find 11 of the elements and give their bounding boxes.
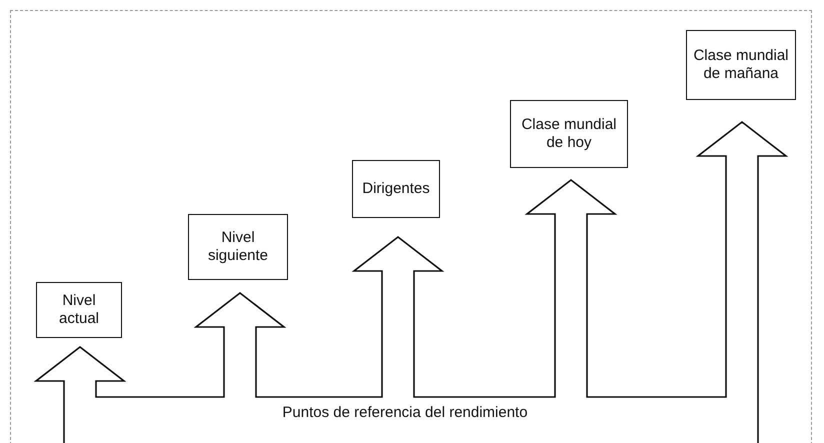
level-label: Dirigentes <box>362 180 430 198</box>
level-box <box>36 282 122 338</box>
level-box <box>510 100 628 168</box>
level-label: Nivel actual <box>58 292 100 328</box>
level-label: Clase mundial de hoy <box>520 116 618 152</box>
level-label: Clase mundial de mañana <box>692 47 790 83</box>
level-label: Nivel siguiente <box>206 229 270 265</box>
level-box <box>686 30 796 100</box>
level-box <box>188 214 288 280</box>
level-box <box>352 160 440 218</box>
axis-caption: Puntos de referencia del rendimiento <box>281 404 529 421</box>
